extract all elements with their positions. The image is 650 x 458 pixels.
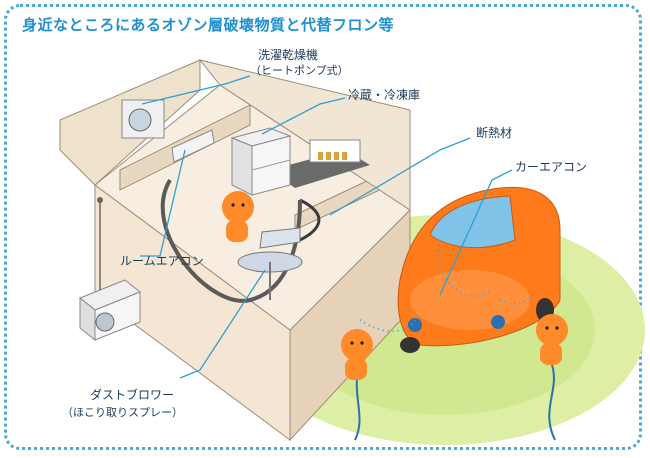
- page-title: 身近なところにあるオゾン層破壊物質と代替フロン等: [22, 16, 395, 34]
- label-dust-blower: ダストブロワー: [90, 388, 175, 402]
- label-fridge: 冷蔵・冷凍庫: [348, 88, 421, 102]
- label-insulation: 断熱材: [476, 126, 513, 140]
- car-icon: [397, 186, 561, 353]
- mascot-icon: [222, 191, 568, 380]
- label-room-ac: ルームエアコン: [120, 254, 204, 268]
- label-washer-dryer-sub: （ヒートポンプ式）: [250, 64, 349, 77]
- label-washer-dryer: 洗濯乾燥機: [258, 48, 319, 62]
- label-car-ac: カーエアコン: [515, 160, 588, 174]
- label-dust-blower-sub: （ほこり取りスプレー）: [62, 406, 183, 419]
- room-ac-icon: [171, 129, 215, 163]
- leader-lines: [140, 75, 513, 379]
- outdoor-unit-icon: [79, 197, 141, 342]
- fridge-icon: [230, 127, 292, 196]
- washer-icon: [121, 99, 165, 139]
